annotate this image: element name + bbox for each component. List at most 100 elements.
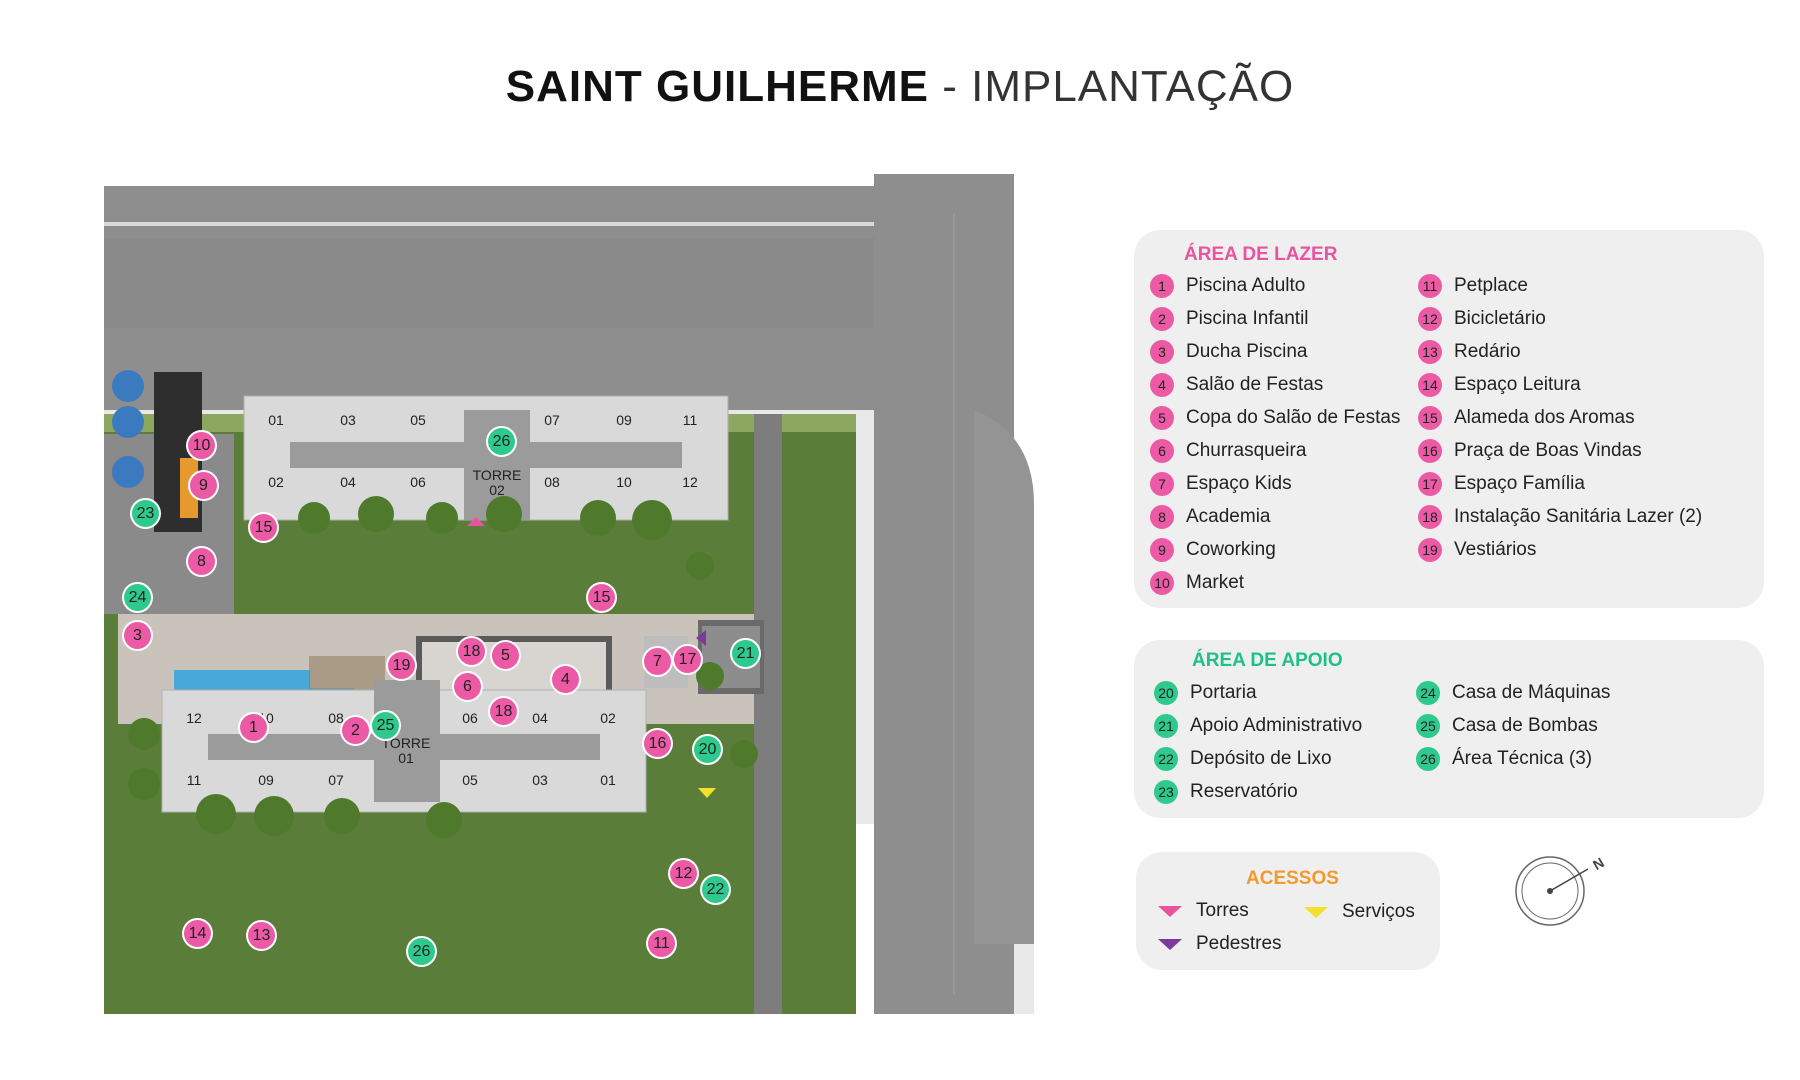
torre-number: 02 — [489, 482, 505, 498]
marker-18[interactable]: 18 — [458, 638, 485, 665]
marker-8[interactable]: 8 — [188, 548, 215, 575]
marker-14[interactable]: 14 — [184, 920, 211, 947]
legend-label: Espaço Família — [1454, 473, 1585, 494]
unit-label: 01 — [600, 772, 616, 788]
legend-item: 14 Espaço Leitura — [1418, 373, 1581, 397]
marker-7[interactable]: 7 — [644, 648, 671, 675]
legend-number: 25 — [1416, 714, 1440, 738]
torre-name: TORRE — [381, 735, 431, 751]
marker-13[interactable]: 13 — [248, 922, 275, 949]
marker-6[interactable]: 6 — [454, 673, 481, 700]
legend-number: 19 — [1418, 538, 1442, 562]
marker-5[interactable]: 5 — [492, 642, 519, 669]
legend-label: Redário — [1454, 341, 1521, 362]
marker-21[interactable]: 21 — [732, 640, 759, 667]
legend-label: Praça de Boas Vindas — [1454, 440, 1642, 461]
legend-label: Espaço Leitura — [1454, 374, 1581, 395]
unit-label: 09 — [616, 412, 632, 428]
legend-label: Ducha Piscina — [1186, 341, 1308, 362]
unit-label: 05 — [462, 772, 478, 788]
legend-number: 8 — [1150, 505, 1174, 529]
marker-20[interactable]: 20 — [694, 736, 721, 763]
marker-1[interactable]: 1 — [240, 714, 267, 741]
marker-10[interactable]: 10 — [188, 432, 215, 459]
marker-15[interactable]: 15 — [250, 514, 277, 541]
legend-label: Portaria — [1190, 682, 1257, 703]
legend-label: Copa do Salão de Festas — [1186, 407, 1401, 428]
legend-label: Alameda dos Aromas — [1454, 407, 1635, 428]
legend-label: Market — [1186, 572, 1245, 593]
legend-number: 18 — [1418, 505, 1442, 529]
marker-18[interactable]: 18 — [490, 698, 517, 725]
torre02-label: TORRE 02 — [457, 468, 537, 498]
legend-number: 14 — [1418, 373, 1442, 397]
marker-25[interactable]: 25 — [372, 712, 399, 739]
legend-label: Bicicletário — [1454, 308, 1546, 329]
unit-label: 02 — [600, 710, 616, 726]
torre01-label: TORRE 01 — [366, 736, 446, 766]
pedestres-access-icon — [1158, 938, 1182, 950]
legend-label: Reservatório — [1190, 781, 1298, 802]
unit-label: 12 — [682, 474, 698, 490]
unit-label: 11 — [682, 412, 698, 428]
marker-3[interactable]: 3 — [124, 622, 151, 649]
legend-item: 17 Espaço Família — [1418, 472, 1585, 496]
unit-label: 11 — [186, 772, 202, 788]
site-plan-drawing — [104, 174, 1034, 1014]
marker-11[interactable]: 11 — [648, 930, 675, 957]
unit-label: 10 — [616, 474, 632, 490]
marker-23[interactable]: 23 — [132, 500, 159, 527]
legend-number: 12 — [1418, 307, 1442, 331]
legend-item: 6 Churrasqueira — [1150, 439, 1306, 463]
unit-label: 02 — [268, 474, 284, 490]
marker-15[interactable]: 15 — [588, 584, 615, 611]
marker-2[interactable]: 2 — [342, 717, 369, 744]
legend-label: Torres — [1196, 900, 1249, 921]
marker-4[interactable]: 4 — [552, 666, 579, 693]
title-project-name: SAINT GUILHERME — [505, 62, 929, 111]
legend-number: 22 — [1154, 747, 1178, 771]
unit-label: 06 — [462, 710, 478, 726]
site-plan-map: 01 03 05 07 09 11 02 04 06 08 10 12 TORR… — [104, 174, 1034, 1014]
legend-lazer-panel: ÁREA DE LAZER — [1134, 230, 1764, 608]
legend-item: 5 Copa do Salão de Festas — [1150, 406, 1400, 430]
legend-label: Churrasqueira — [1186, 440, 1307, 461]
marker-24[interactable]: 24 — [124, 584, 151, 611]
legend-label: Coworking — [1186, 539, 1276, 560]
legend-number: 26 — [1416, 747, 1440, 771]
legend-label: Piscina Adulto — [1186, 275, 1306, 296]
legend-number: 6 — [1150, 439, 1174, 463]
legend-number: 1 — [1150, 274, 1174, 298]
unit-label: 08 — [328, 710, 344, 726]
legend-number: 24 — [1416, 681, 1440, 705]
legend-item: Pedestres — [1158, 933, 1282, 955]
legend-item: 22 Depósito de Lixo — [1154, 747, 1332, 771]
legend-number: 17 — [1418, 472, 1442, 496]
marker-22[interactable]: 22 — [702, 876, 729, 903]
legend-label: Serviços — [1342, 901, 1415, 922]
legend-label: Área Técnica (3) — [1452, 748, 1593, 769]
marker-26[interactable]: 26 — [408, 938, 435, 965]
marker-26[interactable]: 26 — [488, 428, 515, 455]
marker-12[interactable]: 12 — [670, 860, 697, 887]
legend-label: Depósito de Lixo — [1190, 748, 1332, 769]
unit-label: 07 — [544, 412, 560, 428]
legend-number: 10 — [1150, 571, 1174, 595]
marker-17[interactable]: 17 — [674, 646, 701, 673]
compass-north-label: N — [1590, 854, 1607, 873]
legend-label: Petplace — [1454, 275, 1528, 296]
marker-16[interactable]: 16 — [644, 730, 671, 757]
marker-9[interactable]: 9 — [190, 472, 217, 499]
marker-19[interactable]: 19 — [388, 652, 415, 679]
legend-number: 5 — [1150, 406, 1174, 430]
unit-label: 07 — [328, 772, 344, 788]
